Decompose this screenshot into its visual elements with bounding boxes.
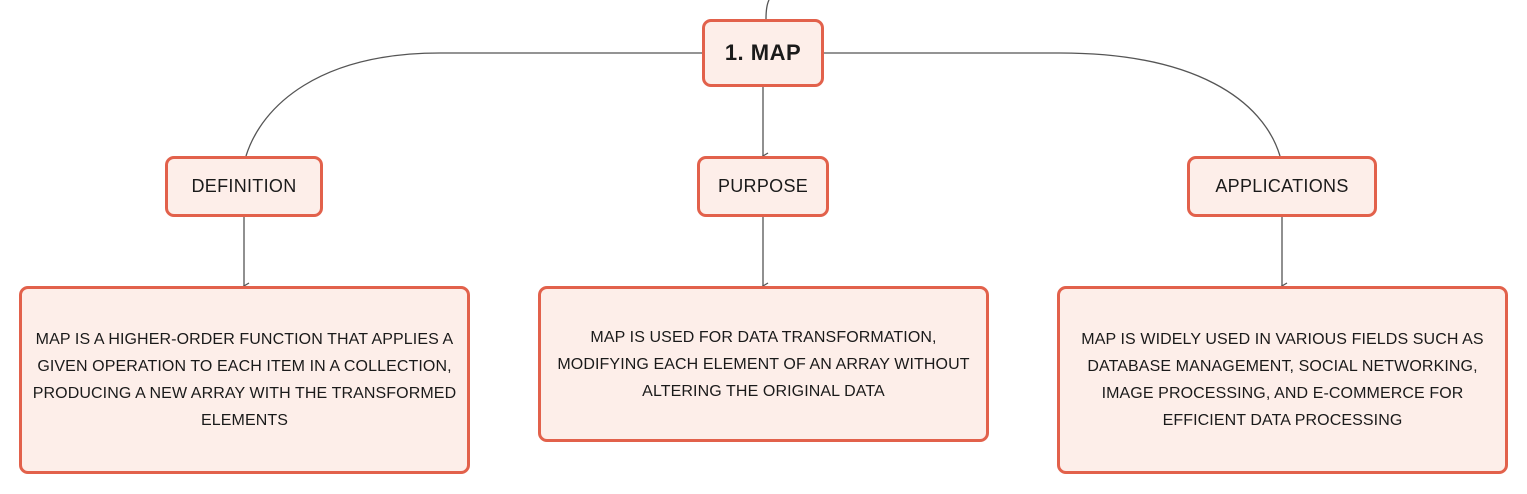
detail-node-applications[interactable]: MAP IS WIDELY USED IN VARIOUS FIELDS SUC… <box>1057 286 1508 474</box>
detail-node-text: MAP IS USED FOR DATA TRANSFORMATION, MOD… <box>557 328 970 400</box>
branch-node-label: APPLICATIONS <box>1215 176 1349 196</box>
root-node-map[interactable]: 1. MAP <box>702 19 824 87</box>
incoming-connector <box>765 0 770 20</box>
branch-node-purpose[interactable]: PURPOSE <box>697 156 829 217</box>
root-node-label: 1. MAP <box>724 40 802 65</box>
branch-node-applications[interactable]: APPLICATIONS <box>1187 156 1377 217</box>
branch-node-label: DEFINITION <box>191 176 297 196</box>
detail-node-definition[interactable]: MAP IS A HIGHER-ORDER FUNCTION THAT APPL… <box>19 286 470 474</box>
branch-node-label: PURPOSE <box>717 176 809 196</box>
connector-root-to-definition <box>245 52 702 157</box>
detail-node-text: MAP IS A HIGHER-ORDER FUNCTION THAT APPL… <box>32 331 457 429</box>
connector-root-to-applications <box>824 52 1281 157</box>
detail-node-purpose[interactable]: MAP IS USED FOR DATA TRANSFORMATION, MOD… <box>538 286 989 442</box>
detail-node-text: MAP IS WIDELY USED IN VARIOUS FIELDS SUC… <box>1081 331 1484 429</box>
branch-node-definition[interactable]: DEFINITION <box>165 156 323 217</box>
